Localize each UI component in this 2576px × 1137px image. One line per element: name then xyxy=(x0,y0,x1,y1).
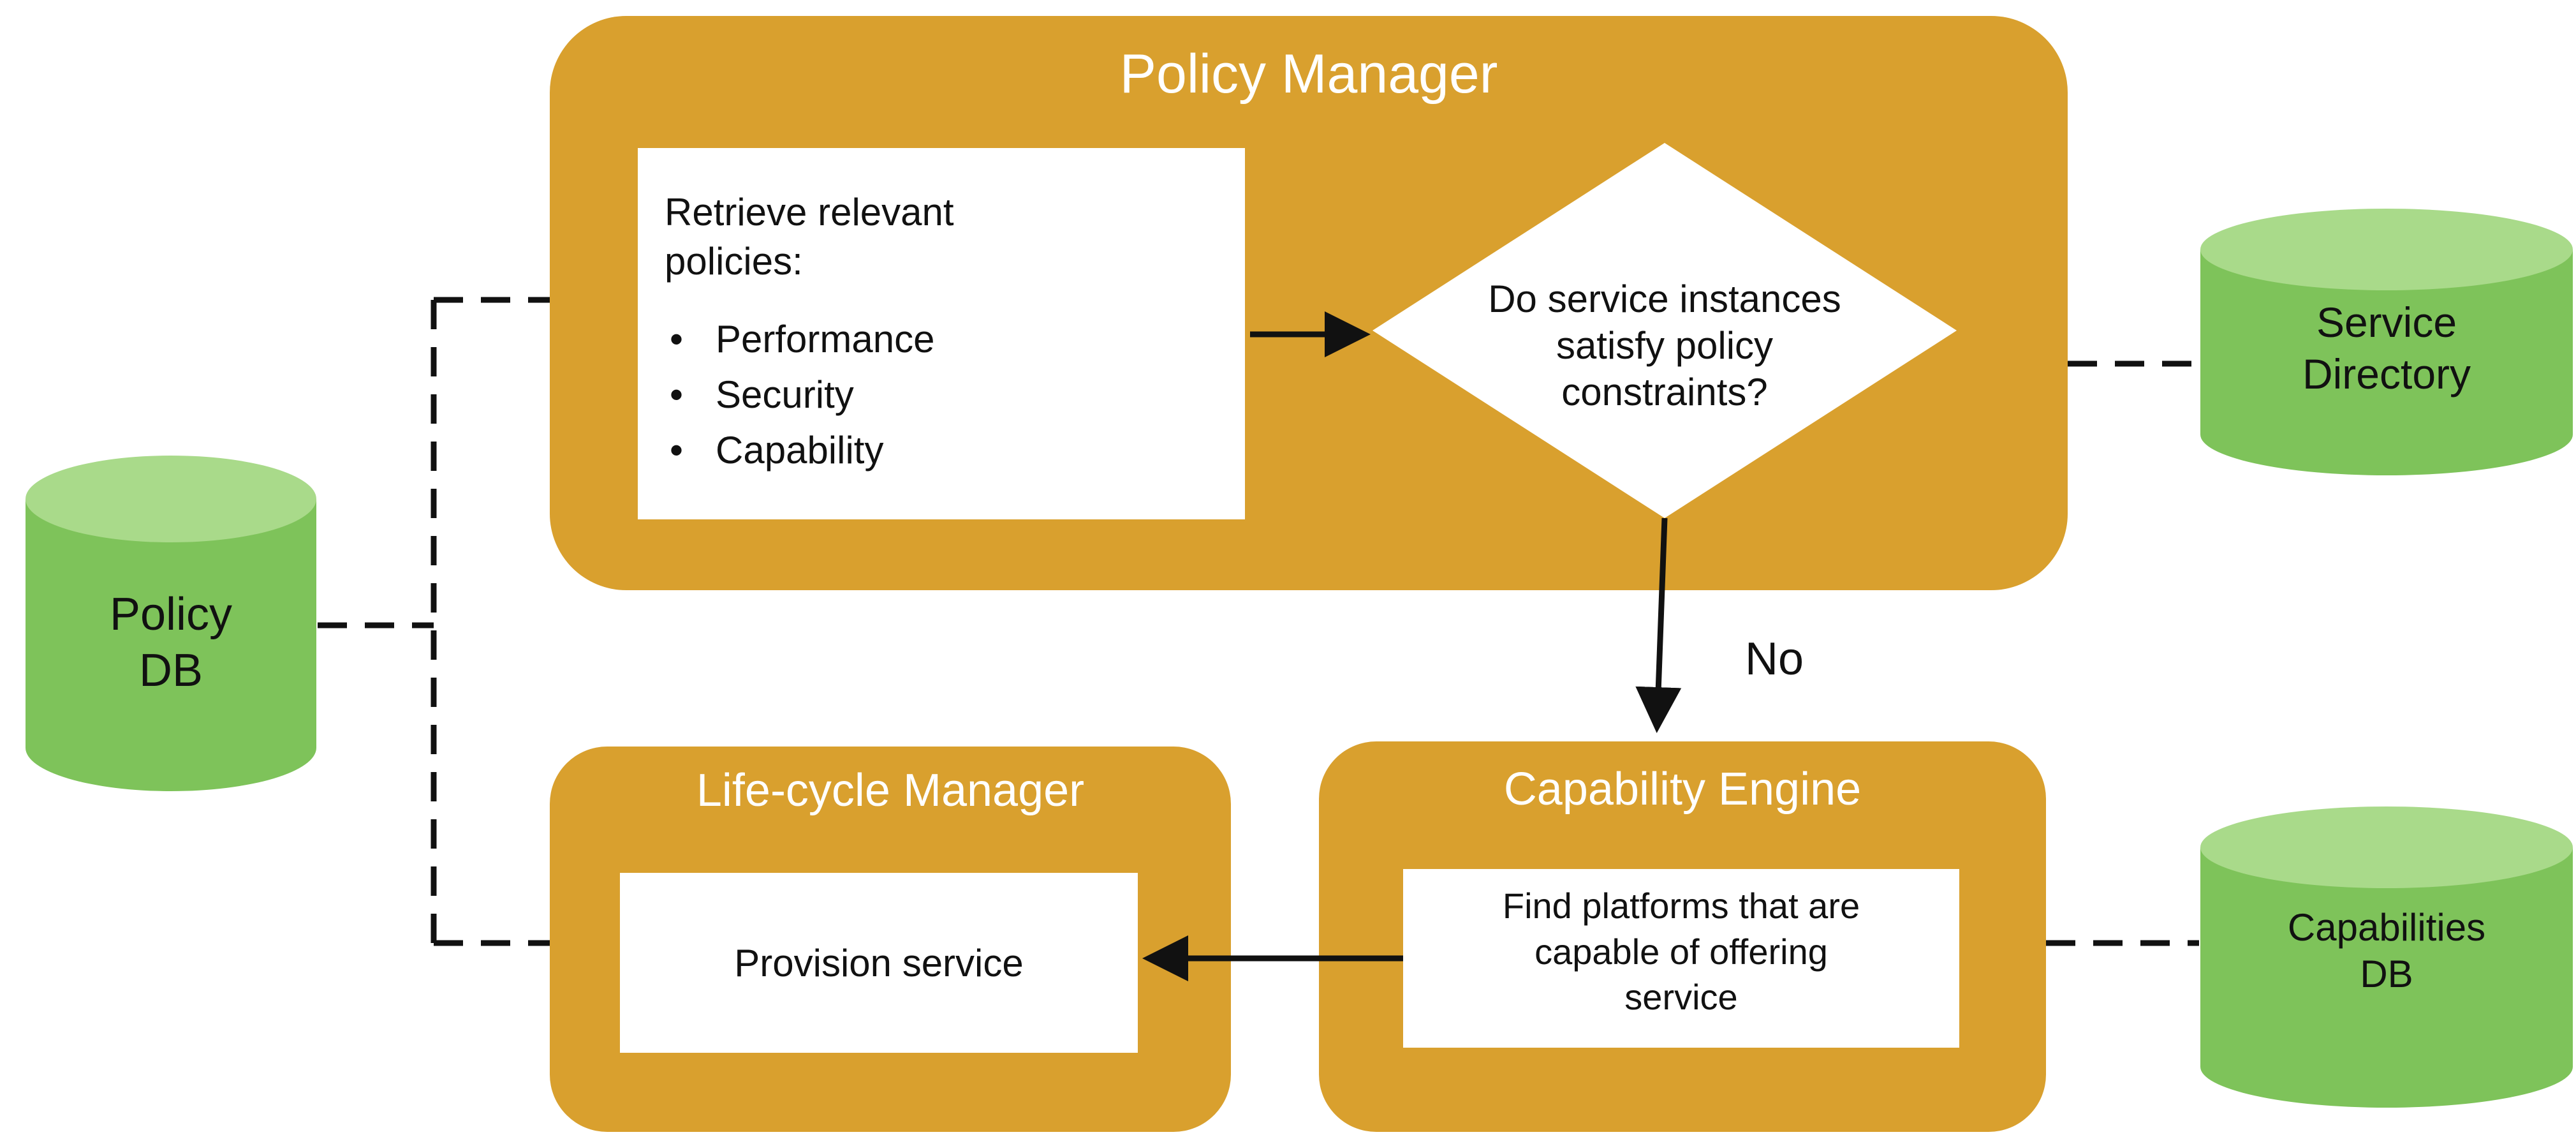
service-directory-cylinder: Service Directory xyxy=(2199,207,2574,479)
policy-type-list: Performance Security Capability xyxy=(665,311,934,478)
find-platforms-line2: capable of offering xyxy=(1535,931,1828,972)
capabilities-db-label-line1: Capabilities xyxy=(2287,906,2486,949)
database-icon xyxy=(26,456,316,791)
find-platforms-line3: service xyxy=(1624,977,1738,1018)
policy-db-dashed-link xyxy=(318,297,550,946)
lifecycle-manager-title: Life-cycle Manager xyxy=(696,765,1085,816)
policy-type-item: Performance xyxy=(665,311,934,367)
decision-text-line2: satisfy policy xyxy=(1556,324,1774,368)
capabilities-db-label: Capabilities DB xyxy=(2199,904,2574,997)
capability-engine-title: Capability Engine xyxy=(1503,764,1862,815)
decision-diamond xyxy=(1373,143,1957,518)
decision-text-line3: constraints? xyxy=(1561,371,1768,414)
policy-manager-title: Policy Manager xyxy=(1119,43,1498,105)
decision-text-line1: Do service instances xyxy=(1488,278,1841,320)
policy-type-item: Capability xyxy=(665,422,934,478)
capabilities-db-cylinder: Capabilities DB xyxy=(2199,805,2574,1111)
find-platforms-line1: Find platforms that are xyxy=(1502,886,1860,926)
service-directory-label: Service Directory xyxy=(2199,297,2574,399)
service-directory-label-line1: Service xyxy=(2316,299,2457,346)
database-icon xyxy=(2200,209,2573,475)
policy-db-label-line1: Policy xyxy=(109,589,233,640)
policy-db-cylinder: Policy DB xyxy=(24,454,318,792)
retrieve-policies-heading-line2: policies: xyxy=(665,239,803,283)
policy-type-item: Security xyxy=(665,367,934,422)
find-platforms-box xyxy=(1403,869,1959,1048)
provision-service-box xyxy=(620,873,1138,1053)
find-platforms-text: Find platforms that are capable of offer… xyxy=(1403,883,1959,1020)
policy-db-label-line2: DB xyxy=(138,644,203,696)
no-edge-label: No xyxy=(1745,634,1804,685)
capabilities-db-label-line2: DB xyxy=(2360,953,2413,996)
retrieve-policies-heading-line1: Retrieve relevant xyxy=(665,191,954,234)
retrieve-policies-heading: Retrieve relevant policies: xyxy=(665,188,954,286)
policy-db-label: Policy DB xyxy=(24,587,318,699)
service-directory-label-line2: Directory xyxy=(2302,350,2471,398)
database-icon xyxy=(2200,806,2573,1108)
provision-service-label: Provision service xyxy=(734,942,1024,985)
decision-text: Do service instances satisfy policy cons… xyxy=(1371,276,1958,416)
